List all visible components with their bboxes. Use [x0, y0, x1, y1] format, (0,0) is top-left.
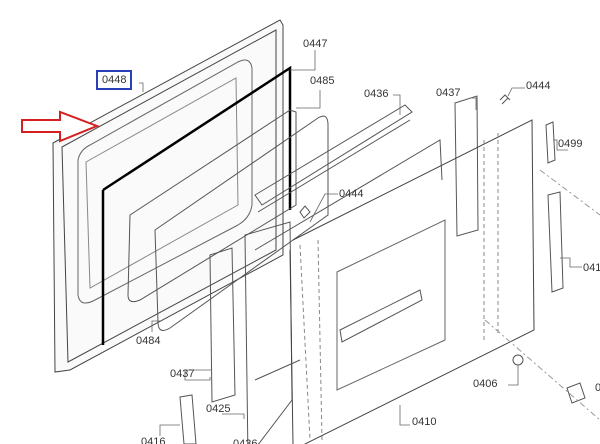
part-label-0484[interactable]: 0484 — [136, 335, 161, 347]
middle-glass — [254, 139, 443, 251]
leader-lines — [139, 50, 582, 436]
part-label-041-cut[interactable]: 041 — [583, 262, 600, 274]
glass-seal — [127, 109, 297, 303]
part-label-0416[interactable]: 0416 — [141, 436, 166, 444]
block-part — [566, 382, 586, 404]
knob-part — [512, 354, 524, 366]
clip-top — [499, 94, 511, 105]
part-label-0499[interactable]: 0499 — [558, 138, 583, 150]
part-label-0444-middle[interactable]: 0444 — [339, 188, 364, 200]
part-label-0425[interactable]: 0425 — [206, 403, 231, 415]
part-label-0448-highlighted[interactable]: 0448 — [96, 70, 133, 90]
inner-glass — [154, 115, 329, 331]
part-label-0437-left[interactable]: 0437 — [170, 368, 195, 380]
door-seal — [101, 65, 292, 345]
top-profile — [254, 104, 413, 213]
clip-middle — [299, 205, 311, 219]
inner-door-panel — [52, 19, 284, 373]
part-label-0410[interactable]: 0410 — [412, 416, 437, 428]
part-label-0447[interactable]: 0447 — [303, 38, 328, 50]
outer-door-frame — [254, 119, 535, 444]
side-strip-left — [209, 247, 236, 403]
part-label-cut[interactable]: 0 — [595, 382, 600, 394]
part-label-0436-top[interactable]: 0436 — [364, 88, 389, 100]
side-strip-right — [454, 95, 479, 237]
part-label-0444-top[interactable]: 0444 — [526, 80, 551, 92]
part-label-0437-right[interactable]: 0437 — [436, 87, 461, 99]
hinge — [547, 191, 564, 293]
left-hinge-part — [179, 394, 197, 444]
cover-part — [545, 121, 556, 164]
part-label-0485[interactable]: 0485 — [310, 75, 335, 87]
part-label-0436-bottom[interactable]: 0436 — [233, 438, 258, 444]
part-label-0406[interactable]: 0406 — [473, 378, 498, 390]
red-arrow-icon — [21, 110, 100, 143]
